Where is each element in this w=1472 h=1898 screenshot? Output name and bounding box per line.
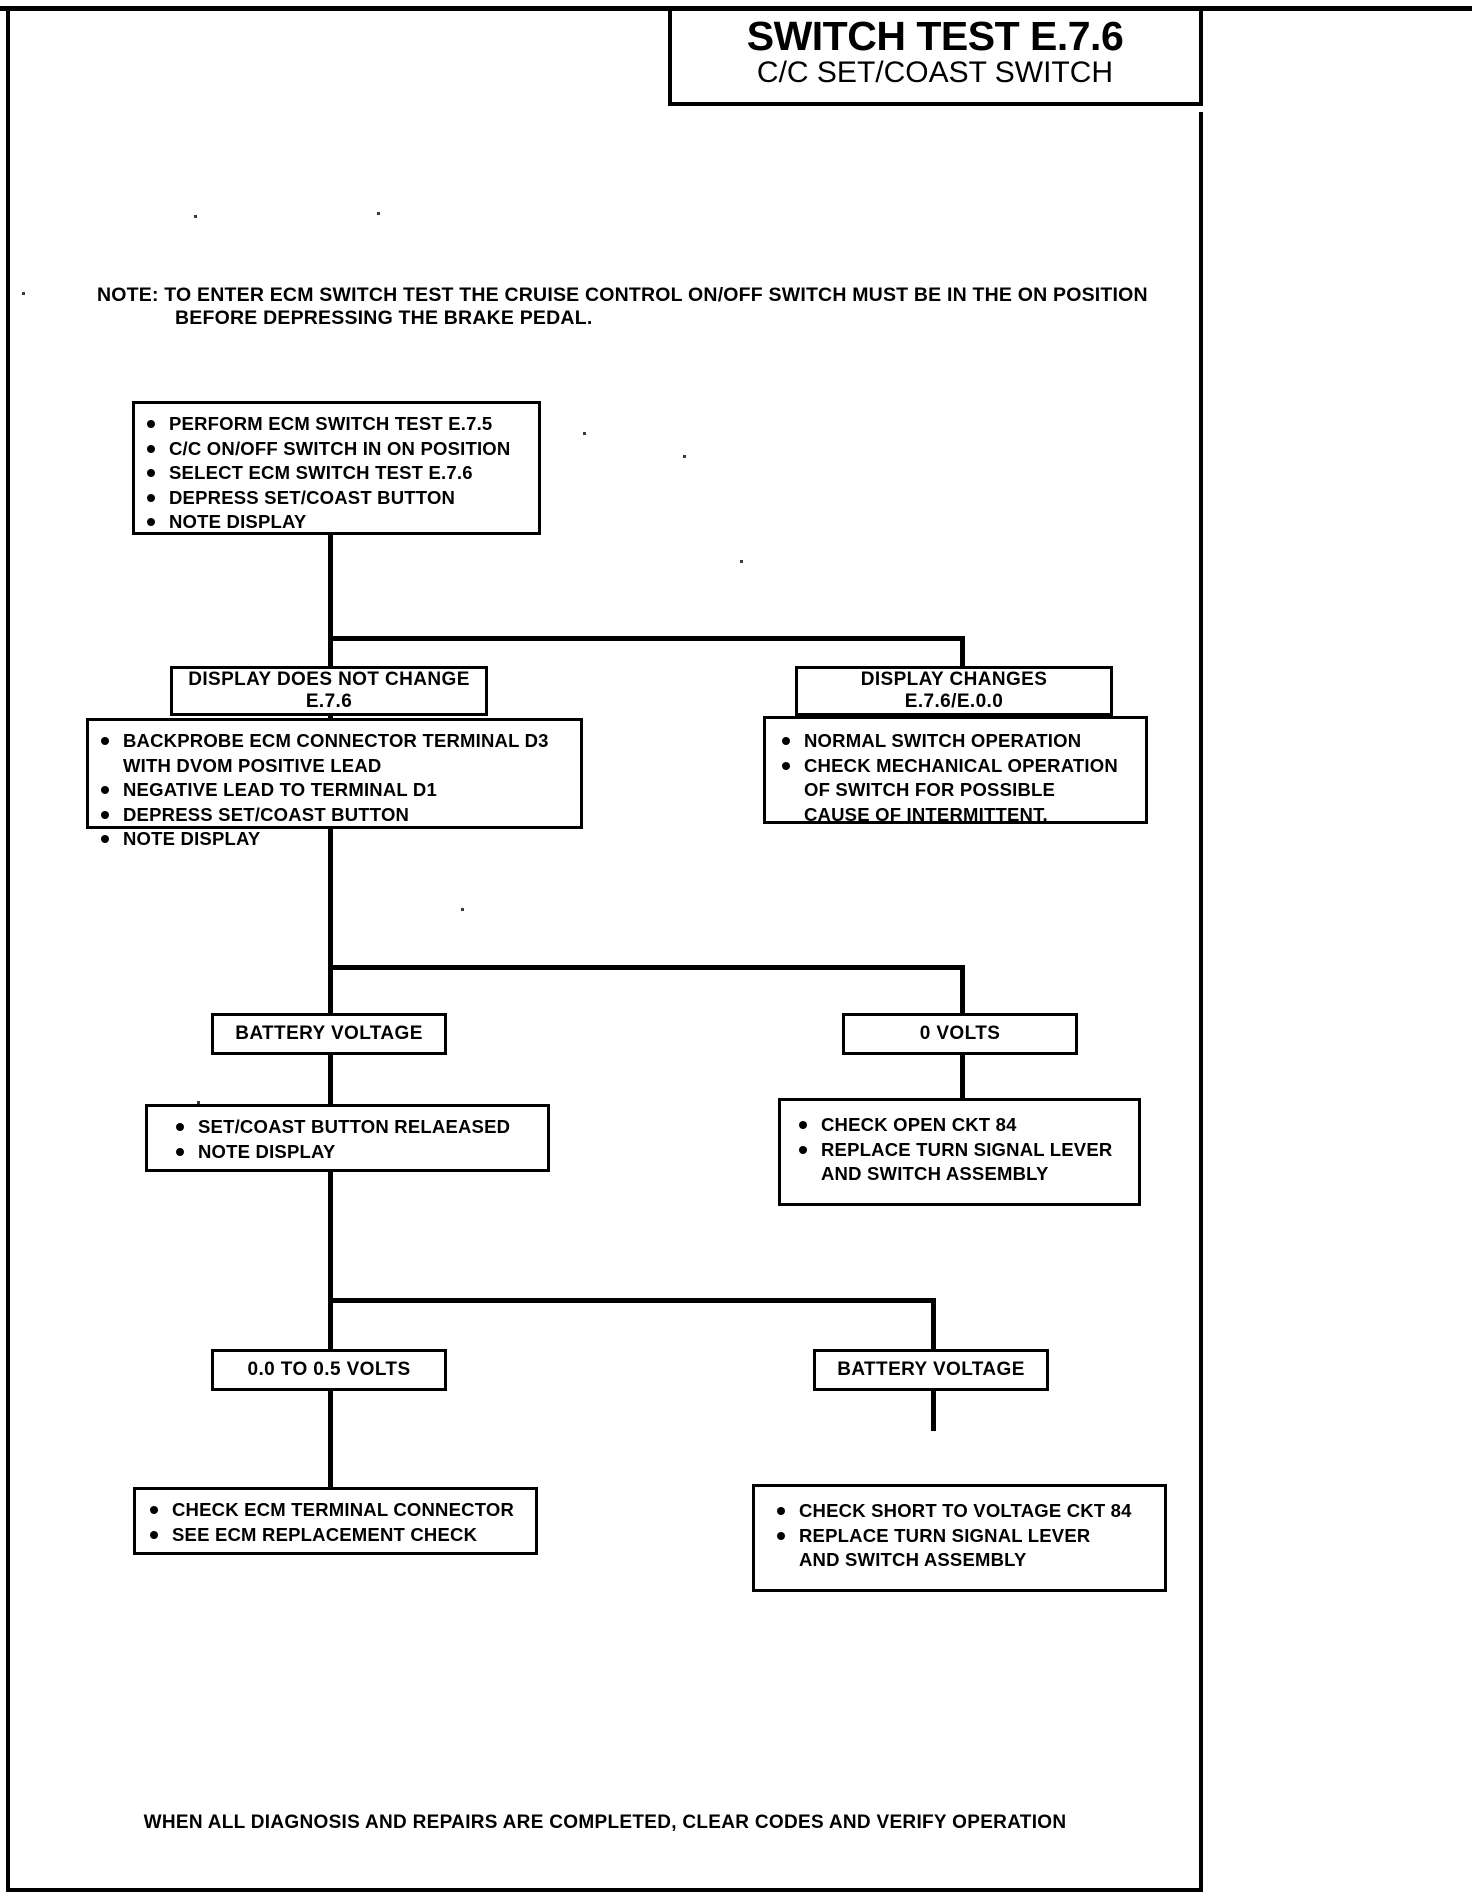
header-frame-bottom — [668, 102, 1203, 106]
label-line-1: DISPLAY CHANGES — [860, 669, 1048, 690]
bullet-icon — [782, 737, 790, 745]
bullet-icon — [101, 737, 109, 745]
bullet-icon — [799, 1121, 807, 1129]
note-line-2: BEFORE DEPRESSING THE BRAKE PEDAL. — [175, 307, 593, 329]
scan-speck — [583, 432, 586, 435]
list-item: SEE ECM REPLACEMENT CHECK — [146, 1523, 535, 1548]
list-item: DEPRESS SET/COAST BUTTON — [143, 486, 538, 511]
list-item: REPLACE TURN SIGNAL LEVER AND SWITCH ASS… — [773, 1524, 1164, 1573]
connector-to-ecm-terminal — [328, 1430, 333, 1490]
connector-right-branch-2 — [960, 965, 965, 1014]
box-normal-switch-operation: NORMAL SWITCH OPERATION CHECK MECHANICAL… — [763, 716, 1148, 825]
box-check-open-ckt: CHECK OPEN CKT 84 REPLACE TURN SIGNAL LE… — [778, 1098, 1141, 1206]
list-item: C/C ON/OFF SWITCH IN ON POSITION — [143, 437, 538, 462]
header-frame-left — [668, 11, 672, 106]
page-subtitle: C/C SET/COAST SWITCH — [756, 56, 1114, 89]
header-frame-right — [1199, 11, 1203, 106]
bullet-icon — [777, 1531, 785, 1540]
list-item: CHECK OPEN CKT 84 — [795, 1113, 1138, 1138]
list-item: SELECT ECM SWITCH TEST E.7.6 — [143, 461, 538, 486]
list-item: NOTE DISPLAY — [143, 510, 538, 535]
page-border-top — [0, 6, 1472, 11]
box-check-ecm-terminal: CHECK ECM TERMINAL CONNECTOR SEE ECM REP… — [133, 1487, 538, 1555]
bullet-icon — [101, 835, 109, 843]
note-line-1: NOTE: TO ENTER ECM SWITCH TEST THE CRUIS… — [97, 284, 1148, 306]
page-border-left — [6, 6, 10, 1892]
box-backprobe-procedure: BACKPROBE ECM CONNECTOR TERMINAL D3 WITH… — [86, 718, 583, 849]
bullet-icon — [176, 1147, 184, 1156]
connector-backprobe-down — [328, 829, 333, 969]
bullet-icon — [150, 1506, 158, 1514]
label-line-2: E.7.6/E.0.0 — [904, 691, 1004, 712]
box-volts-range: 0.0 TO 0.5 VOLTS — [211, 1349, 447, 1391]
connector-voltsrange-down — [328, 1391, 333, 1439]
list-item: NEGATIVE LEAD TO TERMINAL D1 — [97, 778, 580, 803]
connector-start-down — [328, 535, 333, 640]
page-border-bottom — [6, 1888, 1203, 1892]
box-start-procedure: PERFORM ECM SWITCH TEST E.7.5 C/C ON/OFF… — [132, 401, 541, 535]
connector-split-bar-3 — [328, 1298, 936, 1303]
page-border-right — [1199, 112, 1203, 1892]
list-item: CHECK ECM TERMINAL CONNECTOR — [146, 1498, 535, 1523]
list-item: SET/COAST BUTTON RELAEASED — [172, 1115, 547, 1140]
page-title: SWITCH TEST E.7.6 — [746, 13, 1124, 59]
box-battery-voltage-1: BATTERY VOLTAGE — [211, 1013, 447, 1055]
label-text: 0 VOLTS — [919, 1023, 1001, 1044]
list-item: DEPRESS SET/COAST BUTTON — [97, 803, 580, 828]
list-item: PERFORM ECM SWITCH TEST E.7.5 — [143, 412, 538, 437]
bullet-icon — [150, 1530, 158, 1539]
bullet-icon — [147, 518, 155, 526]
footer-text: WHEN ALL DIAGNOSIS AND REPAIRS ARE COMPL… — [143, 1812, 1067, 1833]
connector-battery-down — [328, 1055, 333, 1105]
list-item: NOTE DISPLAY — [172, 1140, 547, 1165]
label-text: BATTERY VOLTAGE — [837, 1359, 1025, 1380]
bullet-icon — [147, 420, 155, 428]
list-item: CHECK SHORT TO VOLTAGE CKT 84 — [773, 1499, 1164, 1524]
connector-zerovolts-down — [960, 1055, 965, 1098]
label-text: 0.0 TO 0.5 VOLTS — [247, 1359, 411, 1380]
bullet-icon — [147, 493, 155, 502]
scan-speck — [377, 212, 380, 215]
label-text: BATTERY VOLTAGE — [235, 1023, 423, 1044]
box-check-short-to-voltage: CHECK SHORT TO VOLTAGE CKT 84 REPLACE TU… — [752, 1484, 1167, 1592]
connector-battery2-down — [931, 1391, 936, 1431]
connector-left-branch-2 — [328, 965, 333, 1014]
list-item: REPLACE TURN SIGNAL LEVER AND SWITCH ASS… — [795, 1138, 1138, 1187]
box-zero-volts: 0 VOLTS — [842, 1013, 1078, 1055]
box-setcoast-released: SET/COAST BUTTON RELAEASED NOTE DISPLAY — [145, 1104, 550, 1172]
bullet-icon — [782, 761, 790, 770]
box-battery-voltage-2: BATTERY VOLTAGE — [813, 1349, 1049, 1391]
box-display-changes: DISPLAY CHANGES E.7.6/E.0.0 — [795, 666, 1113, 716]
bullet-icon — [147, 444, 155, 453]
connector-split-bar-2 — [328, 965, 965, 970]
list-item: BACKPROBE ECM CONNECTOR TERMINAL D3 WITH… — [97, 729, 580, 778]
scan-speck — [683, 455, 686, 458]
list-item: NOTE DISPLAY — [97, 827, 580, 852]
bullet-icon — [777, 1507, 785, 1515]
connector-left-branch-1 — [328, 636, 333, 666]
list-item: CHECK MECHANICAL OPERATION OF SWITCH FOR… — [778, 754, 1145, 828]
note-text: NOTE: TO ENTER ECM SWITCH TEST THE CRUIS… — [97, 284, 1187, 330]
bullet-icon — [799, 1145, 807, 1154]
connector-right-branch-3 — [931, 1298, 936, 1350]
connector-split-bar-1 — [328, 636, 965, 641]
bullet-icon — [101, 810, 109, 819]
list-item: NORMAL SWITCH OPERATION — [778, 729, 1145, 754]
scan-speck — [22, 292, 25, 295]
box-display-does-not-change: DISPLAY DOES NOT CHANGE E.7.6 — [170, 666, 488, 716]
scan-speck — [194, 215, 197, 218]
scan-speck — [740, 560, 743, 563]
bullet-icon — [147, 469, 155, 477]
connector-left-branch-3 — [328, 1298, 333, 1350]
bullet-icon — [176, 1123, 184, 1131]
scan-speck — [197, 1101, 200, 1104]
bullet-icon — [101, 786, 109, 794]
scan-speck — [461, 908, 464, 911]
label-line-2: E.7.6 — [305, 691, 353, 712]
label-line-1: DISPLAY DOES NOT CHANGE — [188, 669, 470, 690]
connector-released-down — [328, 1172, 333, 1302]
connector-right-branch-1 — [960, 636, 965, 666]
